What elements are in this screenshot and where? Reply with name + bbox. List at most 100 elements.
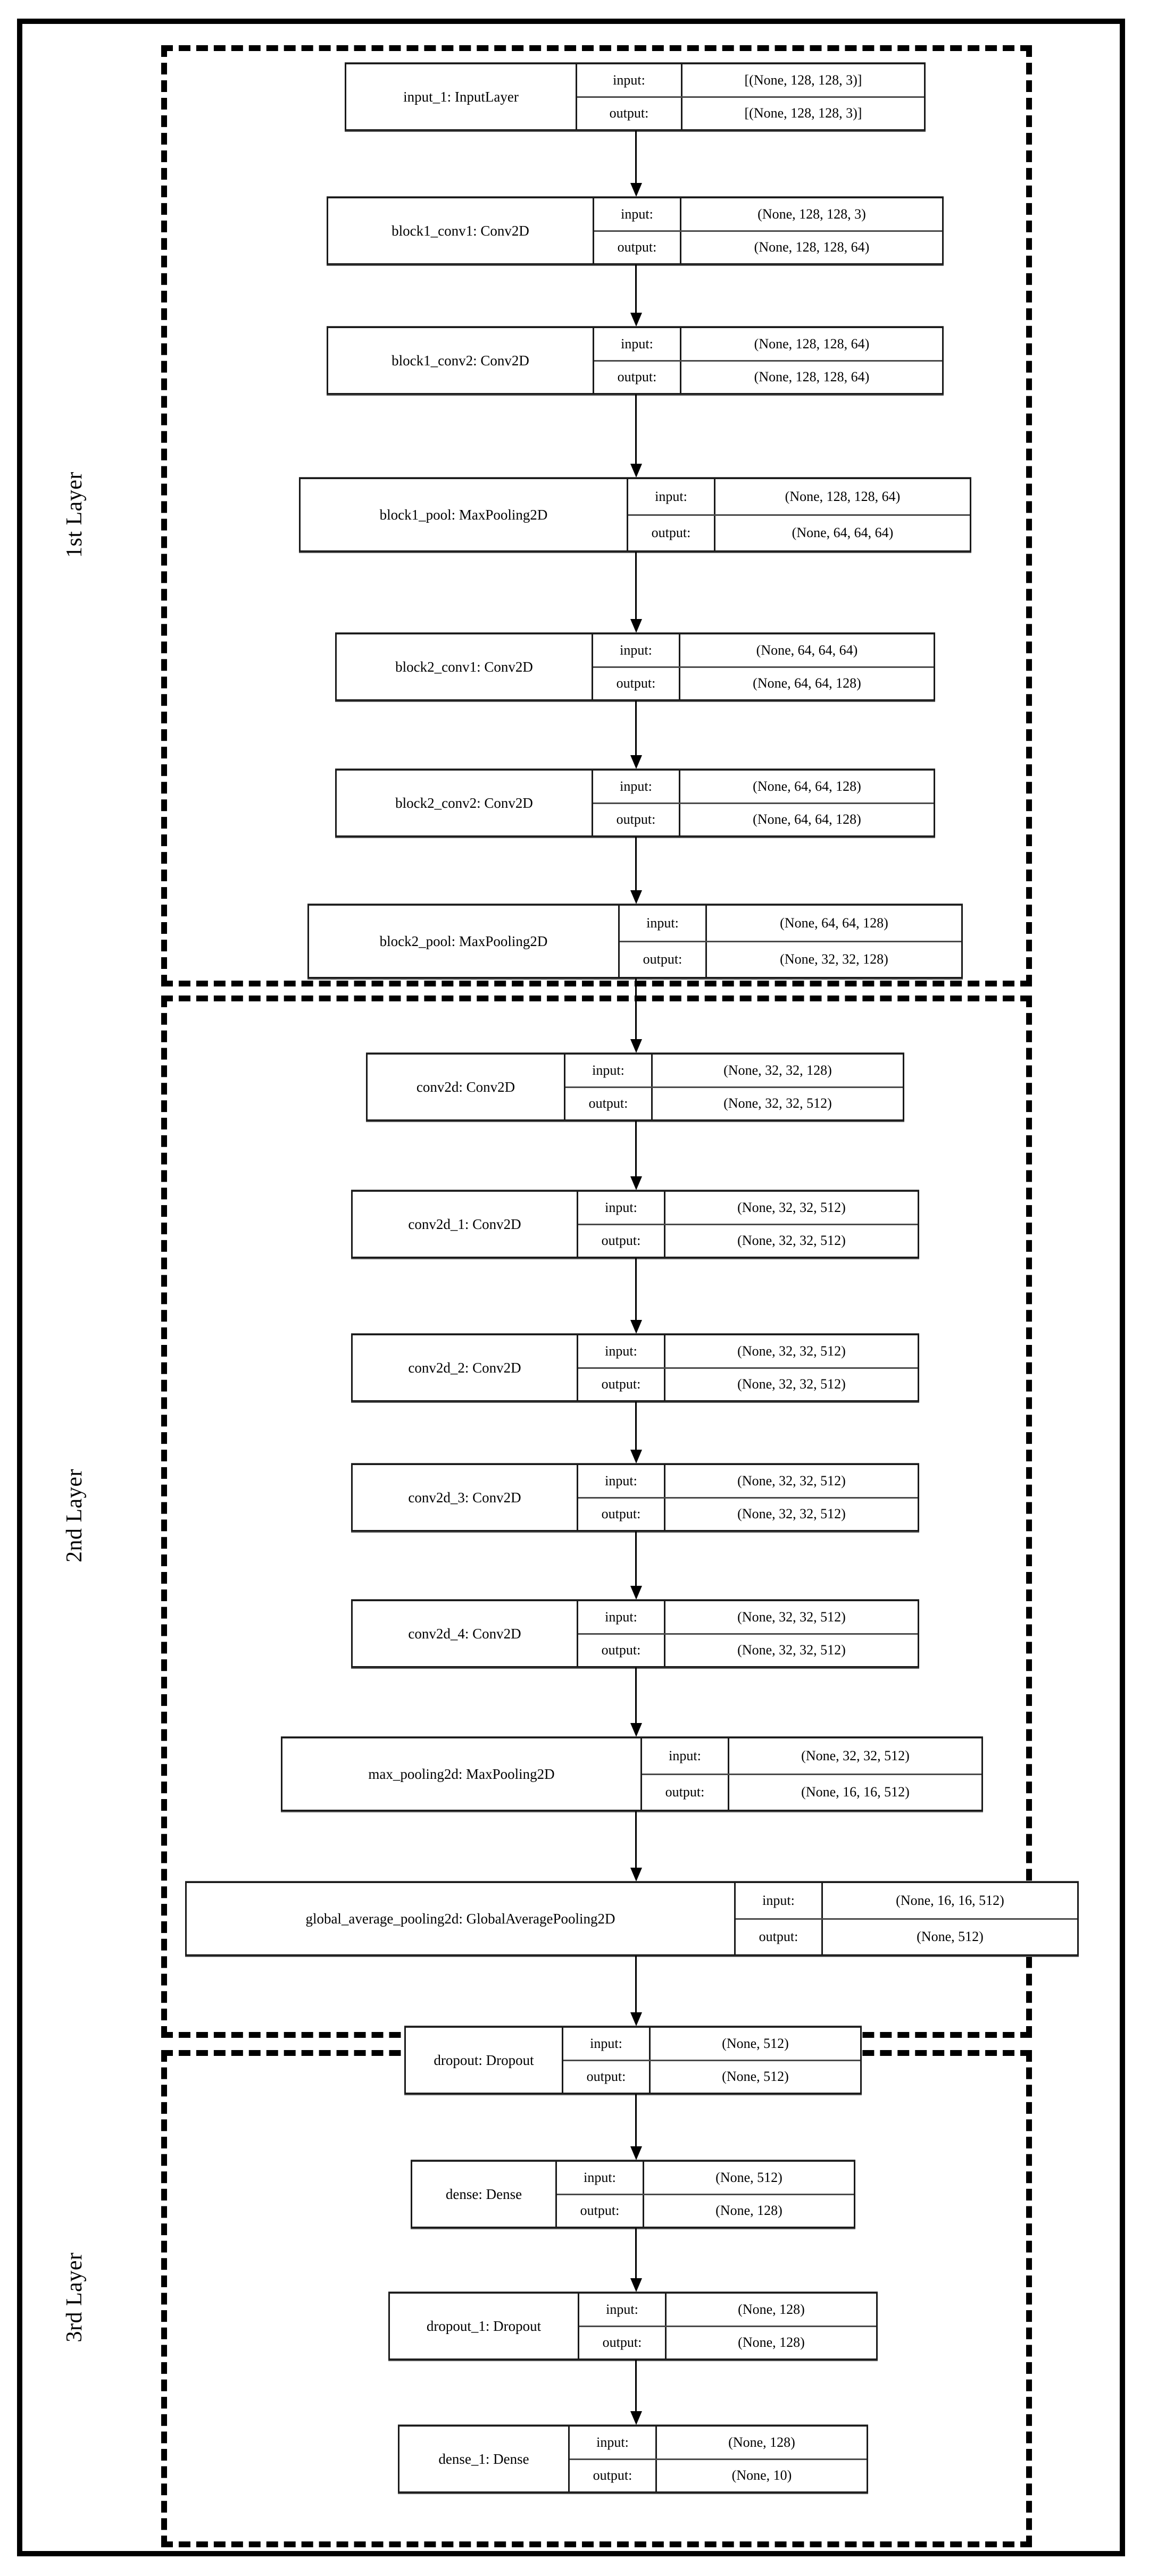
connector-arrowhead: [630, 464, 642, 478]
layer-node-input-row: input:(None, 64, 64, 128): [593, 771, 934, 804]
layer-node-input-row: input:(None, 32, 32, 512): [578, 1465, 918, 1499]
layer-node-output-row: output:(None, 32, 32, 512): [578, 1634, 918, 1666]
layer-node-shapes: input: (None, 128, 128, 64) output: (None, …: [594, 328, 942, 393]
layer-node-output-row: output:(None, 32, 32, 512): [578, 1368, 918, 1400]
connector-arrowhead: [630, 1176, 642, 1190]
layer-node-input-shape: (None, 32, 32, 512): [801, 1747, 910, 1763]
layer-node-input-label: input:: [594, 328, 681, 360]
layer-node-input-label: input:: [570, 2427, 657, 2458]
layer-node-input-label: input:: [565, 1055, 653, 1086]
layer-node-name: global_average_pooling2d: GlobalAverageP…: [187, 1883, 736, 1954]
layer-node-name: block1_pool: MaxPooling2D: [301, 479, 628, 550]
layer-node-input-label: input:: [578, 1335, 665, 1367]
layer-node-output-label: output:: [594, 361, 681, 393]
connector-arrowhead: [630, 2146, 642, 2160]
section-label-3: 3rd Layer: [62, 2252, 87, 2343]
layer-node-output-label: output:: [593, 804, 680, 835]
connector-arrow: [635, 1258, 637, 1322]
layer-node-output-row: output:(None, 128): [579, 2327, 876, 2358]
layer-node-input-shape: (None, 32, 32, 128): [723, 1062, 832, 1078]
layer-node-output-shape: (None, 32, 32, 512): [737, 1642, 846, 1658]
layer-node-input-label: input:: [577, 64, 682, 96]
layer-node-shapes: input:(None, 128)output:(None, 128): [579, 2294, 876, 2358]
layer-node-input-shape: (None, 128): [728, 2434, 795, 2450]
connector-arrowhead: [630, 183, 642, 197]
layer-node-input-shape: (None, 512): [722, 2035, 789, 2051]
layer-node-output-shape: (None, 64, 64, 64): [792, 525, 894, 541]
layer-node-output-shape: (None, 32, 32, 512): [723, 1095, 832, 1111]
layer-node-input-shape: (None, 512): [715, 2169, 782, 2185]
section-label-1: 1st Layer: [62, 472, 87, 558]
layer-node-shapes: input: (None, 32, 32, 128) output:(None, 3…: [565, 1055, 903, 1119]
layer-node-name: dropout: Dropout: [406, 2028, 563, 2093]
layer-node-name: dropout_1: Dropout: [390, 2294, 579, 2358]
layer-node-output-row: output:(None, 32, 32, 512): [578, 1225, 918, 1257]
layer-node-output-row: output:(None, 10): [570, 2460, 867, 2491]
layer-node-output-shape: (None, 64, 64, 128): [753, 812, 861, 827]
layer-node-input-shape: [(None, 128, 128, 3)]: [744, 72, 862, 88]
layer-node-output-label: output:: [563, 2061, 651, 2093]
layer-node-name: conv2d_1: Conv2D: [353, 1192, 578, 1257]
layer-node-output-row: output:(None, 32, 32, 512): [565, 1088, 903, 1119]
layer-node-output-shape: (None, 32, 32, 512): [737, 1506, 846, 1522]
layer-node-output-label: output:: [577, 97, 682, 129]
layer-node-shapes: input: (None, 32, 32, 512) output:(None, 3…: [578, 1192, 918, 1257]
layer-node-output-row: output: (None, 128, 128, 64): [594, 361, 942, 393]
connector-arrow: [635, 265, 637, 315]
layer-node-output-shape: (None, 128, 128, 64): [754, 239, 870, 255]
layer-node-output-shape: (None, 64, 64, 128): [753, 675, 861, 691]
connector-arrowhead: [630, 313, 642, 327]
layer-node-output-shape: (None, 128, 128, 64): [754, 369, 870, 385]
connector-arrowhead: [630, 1039, 642, 1053]
connector-arrowhead: [630, 619, 642, 633]
connector-arrowhead: [630, 1320, 642, 1334]
layer-node-name: max_pooling2d: MaxPooling2D: [282, 1738, 642, 1810]
layer-node-name: input_1: InputLayer: [346, 64, 577, 129]
layer-node-output-row: output:(None, 64, 64, 128): [593, 667, 934, 699]
layer-node-shapes: input:(None, 128, 128, 64)output:(None, …: [628, 479, 970, 550]
connector-arrow: [635, 978, 637, 1041]
layer-node-output-label: output:: [557, 2195, 644, 2227]
layer-node-shapes: input:(None, 32, 32, 512)output:(None, 3…: [578, 1335, 918, 1400]
layer-node-input-row: input: (None, 512): [557, 2162, 854, 2195]
layer-node-input-shape: (None, 128): [738, 2301, 805, 2317]
connector-arrow: [635, 1811, 637, 1870]
layer-node-shapes: input:(None, 64, 64, 64)output:(None, 64…: [593, 634, 934, 699]
layer-node-input-shape: (None, 64, 64, 64): [756, 642, 858, 658]
layer-node-shapes: input:(None, 64, 64, 128)output:(None, 3…: [620, 906, 961, 977]
layer-node-input-label: input:: [620, 906, 707, 941]
layer-node-input-row: input:(None, 64, 64, 64): [593, 634, 934, 668]
layer-node-output-shape: (None, 512): [917, 1929, 984, 1945]
layer-node-input-label: input:: [557, 2162, 644, 2194]
layer-node: global_average_pooling2d: GlobalAverageP…: [185, 1881, 1079, 1956]
layer-node-input-row: input:(None, 32, 32, 512): [578, 1601, 918, 1635]
connector-arrowhead: [630, 1450, 642, 1463]
layer-node-input-row: input: (None, 32, 32, 128): [565, 1055, 903, 1088]
layer-node-input-shape: (None, 128, 128, 64): [754, 336, 870, 352]
layer-node-name: conv2d_4: Conv2D: [353, 1601, 578, 1666]
layer-node-name: block1_conv2: Conv2D: [328, 328, 594, 393]
layer-node-input-label: input:: [642, 1738, 729, 1774]
layer-node-shapes: input: (None, 128) output:(None, 10): [570, 2427, 867, 2491]
section-label-2: 2nd Layer: [62, 1469, 87, 1562]
layer-node-name: block2_conv1: Conv2D: [337, 634, 593, 699]
connector-arrowhead: [630, 1723, 642, 1737]
layer-node-input-shape: (None, 32, 32, 512): [737, 1199, 846, 1215]
layer-node-output-row: output:(None, 512): [563, 2061, 860, 2093]
layer-node-output-shape: (None, 128): [715, 2203, 782, 2219]
connector-arrow: [635, 2228, 637, 2280]
connector-arrowhead: [630, 1868, 642, 1881]
layer-node-output-row: output:(None, 128, 128, 64): [594, 231, 942, 263]
layer-node-input-label: input:: [578, 1192, 665, 1224]
layer-node-output-row: output:(None, 32, 32, 128): [620, 942, 961, 977]
layer-node-input-label: input:: [578, 1465, 665, 1497]
connector-arrow: [635, 1532, 637, 1588]
